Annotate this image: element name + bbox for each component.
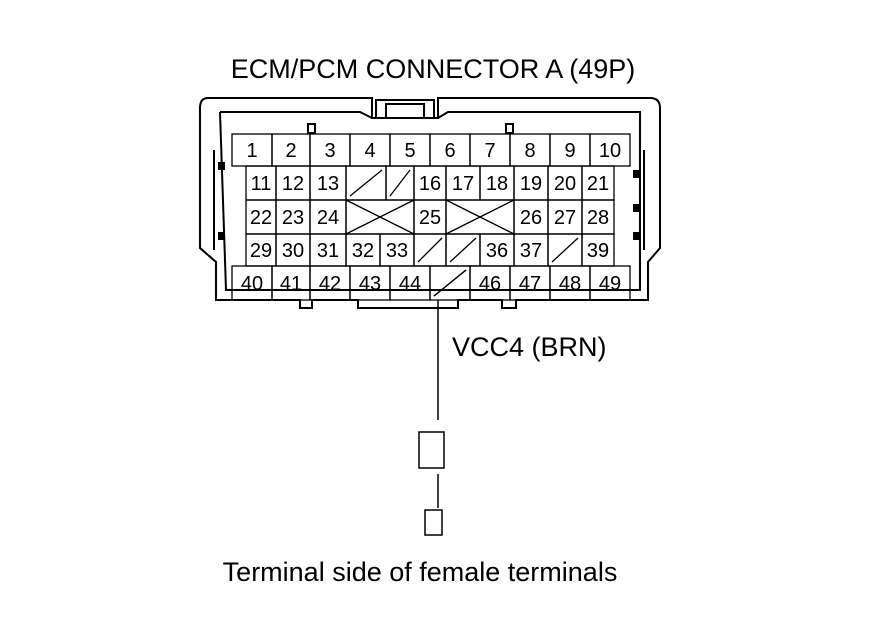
pin-label-20: 20	[554, 173, 576, 195]
pin-label-8: 8	[524, 140, 535, 162]
pin-label-12: 12	[282, 173, 304, 195]
pin-label-42: 42	[319, 273, 341, 295]
pin-label-28: 28	[587, 207, 609, 229]
pin-label-21: 21	[587, 173, 609, 195]
pin-label-48: 48	[559, 273, 581, 295]
cavity-slash-mark	[417, 237, 443, 263]
pin-label-25: 25	[419, 207, 441, 229]
pin-45-slash-mark	[433, 269, 467, 297]
cavity-slash-mark	[349, 169, 383, 197]
pin-label-41: 41	[280, 273, 302, 295]
pin-label-24: 24	[317, 207, 339, 229]
terminal-tip	[424, 509, 443, 536]
pin-label-31: 31	[317, 240, 339, 262]
pin-label-3: 3	[324, 140, 335, 162]
pin-label-18: 18	[486, 173, 508, 195]
pin-label-46: 46	[479, 273, 501, 295]
cavity-cross-mark	[345, 199, 415, 235]
pin-label-1: 1	[246, 140, 257, 162]
pin-label-39: 39	[587, 240, 609, 262]
pin-label-7: 7	[484, 140, 495, 162]
pin-label-40: 40	[241, 273, 263, 295]
pin-label-17: 17	[452, 173, 474, 195]
pin-label-36: 36	[486, 240, 508, 262]
side-lock-marks	[218, 162, 640, 240]
pin-label-32: 32	[352, 240, 374, 262]
terminal-body	[418, 431, 445, 469]
pin-label-47: 47	[519, 273, 541, 295]
diagram-title: ECM/PCM CONNECTOR A (49P)	[231, 54, 636, 84]
pin-label-6: 6	[444, 140, 455, 162]
pin-label-33: 33	[386, 240, 408, 262]
pin-label-2: 2	[285, 140, 296, 162]
pin-label-22: 22	[250, 207, 272, 229]
pin-label-10: 10	[599, 140, 621, 162]
pin-label-30: 30	[282, 240, 304, 262]
cavity-slash-mark	[551, 237, 579, 263]
wire-label: VCC4 (BRN)	[452, 332, 607, 362]
pin-label-27: 27	[554, 207, 576, 229]
pin-label-9: 9	[564, 140, 575, 162]
cavity-slash-mark	[389, 169, 411, 197]
pin-cell-49	[589, 265, 631, 301]
pin-label-23: 23	[282, 207, 304, 229]
pin-label-26: 26	[520, 207, 542, 229]
pin-label-4: 4	[364, 140, 375, 162]
cavity-cross-mark	[445, 199, 515, 235]
pin-label-11: 11	[251, 173, 272, 195]
pin-label-19: 19	[520, 173, 542, 195]
pin-label-43: 43	[359, 273, 381, 295]
pin-label-5: 5	[404, 140, 415, 162]
cavity-slash-mark	[449, 237, 477, 263]
pin-label-49: 49	[599, 273, 621, 295]
pin-label-44: 44	[399, 273, 421, 295]
pin-label-13: 13	[317, 173, 339, 195]
pin-label-29: 29	[250, 240, 272, 262]
pin-label-16: 16	[419, 173, 441, 195]
caption: Terminal side of female terminals	[223, 557, 618, 587]
pin-label-37: 37	[520, 240, 542, 262]
